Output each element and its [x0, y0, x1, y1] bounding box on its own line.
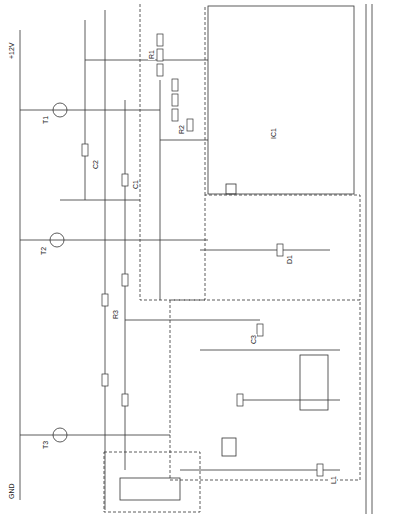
resistor-symbol	[172, 109, 178, 121]
resistor-symbol	[122, 174, 128, 186]
part-label: R3	[112, 309, 119, 320]
ic-pin	[226, 184, 236, 194]
resistor-symbol	[102, 294, 108, 306]
dashed-region	[205, 6, 206, 195]
resistor-symbol	[277, 244, 283, 256]
resistor-symbol	[187, 119, 193, 131]
part-label: C3	[250, 334, 257, 345]
part-label: D1	[286, 254, 293, 265]
resistor-symbol	[122, 394, 128, 406]
part-label: GND	[8, 482, 15, 500]
resistor-symbol	[122, 274, 128, 286]
dashed-region	[104, 452, 200, 512]
module-box	[300, 355, 328, 410]
part-label: L1	[330, 475, 337, 485]
resistor-symbol	[157, 64, 163, 76]
resistor-symbol	[102, 374, 108, 386]
dashed-region	[170, 300, 360, 480]
module-box	[120, 478, 180, 500]
part-label: T3	[42, 440, 49, 450]
part-label: C1	[132, 179, 139, 190]
module-box	[222, 438, 236, 456]
resistor-symbol	[82, 144, 88, 156]
ic-block	[208, 6, 354, 194]
part-label: R2	[178, 124, 185, 135]
resistor-symbol	[237, 394, 243, 406]
resistor-symbol	[172, 79, 178, 91]
part-label: T2	[40, 246, 47, 256]
part-label: R1	[148, 49, 155, 60]
transistor-symbol	[53, 428, 67, 442]
part-label: C2	[92, 159, 99, 170]
transistor-symbol	[50, 233, 64, 247]
resistor-symbol	[317, 464, 323, 476]
supply-rail	[366, 4, 372, 514]
resistor-symbol	[257, 324, 263, 336]
wire	[20, 60, 340, 470]
resistor-symbol	[157, 49, 163, 61]
transistor-symbol	[53, 103, 67, 117]
dashed-region	[140, 4, 360, 300]
resistor-symbol	[157, 34, 163, 46]
part-label: T1	[42, 115, 49, 125]
resistor-symbol	[172, 94, 178, 106]
part-label: IC1	[270, 127, 277, 140]
part-label: +12V	[8, 41, 15, 60]
